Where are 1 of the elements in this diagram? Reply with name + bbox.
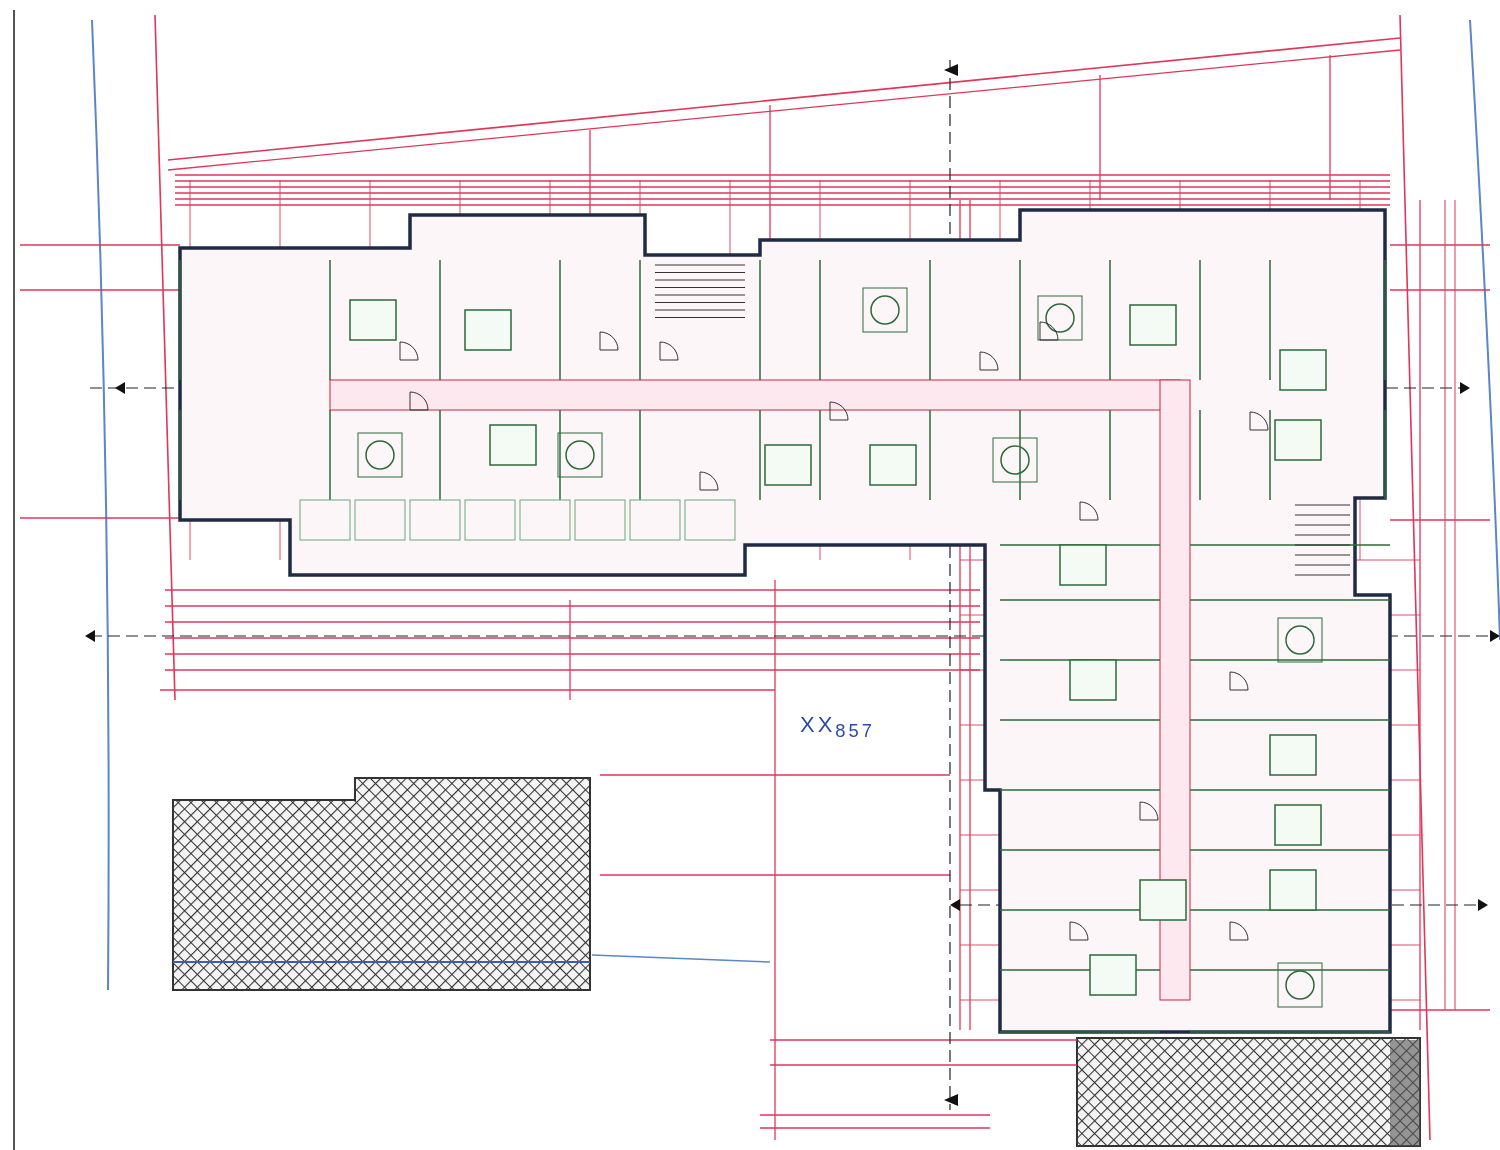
plot-number-label: XX$_{857}$ — [800, 712, 875, 743]
